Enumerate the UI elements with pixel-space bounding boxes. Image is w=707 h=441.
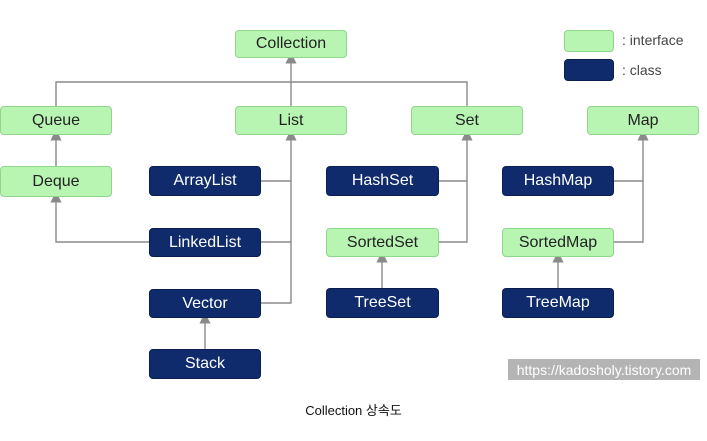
node-stack: Stack <box>149 349 261 379</box>
watermark-url: https://kadosholy.tistory.com <box>508 359 700 380</box>
legend-interface-label: : interface <box>622 32 684 48</box>
node-vector: Vector <box>149 289 261 318</box>
edge-sortedset-to-set <box>439 129 473 243</box>
node-set: Set <box>411 106 523 135</box>
node-hashmap: HashMap <box>502 166 614 196</box>
node-hashset: HashSet <box>326 166 439 196</box>
edge-queue-to-collection <box>55 81 291 106</box>
node-deque: Deque <box>0 166 112 197</box>
node-queue: Queue <box>0 106 112 135</box>
node-list: List <box>235 106 347 135</box>
diagram-caption: Collection 상속도 <box>305 403 402 418</box>
legend-class-label: : class <box>622 62 662 78</box>
node-sortedmap: SortedMap <box>502 228 614 257</box>
edge-vector-to-list <box>261 129 297 304</box>
edge-sortedmap-to-map <box>614 129 649 243</box>
node-collection: Collection <box>235 30 347 58</box>
legend-class-swatch <box>564 59 614 81</box>
node-treemap: TreeMap <box>502 288 614 318</box>
edge-set-to-collection <box>291 81 468 106</box>
node-linkedlist: LinkedList <box>149 228 261 257</box>
node-treeset: TreeSet <box>326 288 439 318</box>
node-arraylist: ArrayList <box>149 166 261 196</box>
legend-interface-swatch <box>564 30 614 52</box>
edge-linkedlist-to-deque <box>50 191 149 243</box>
node-sortedset: SortedSet <box>326 228 439 257</box>
node-map: Map <box>587 106 699 135</box>
